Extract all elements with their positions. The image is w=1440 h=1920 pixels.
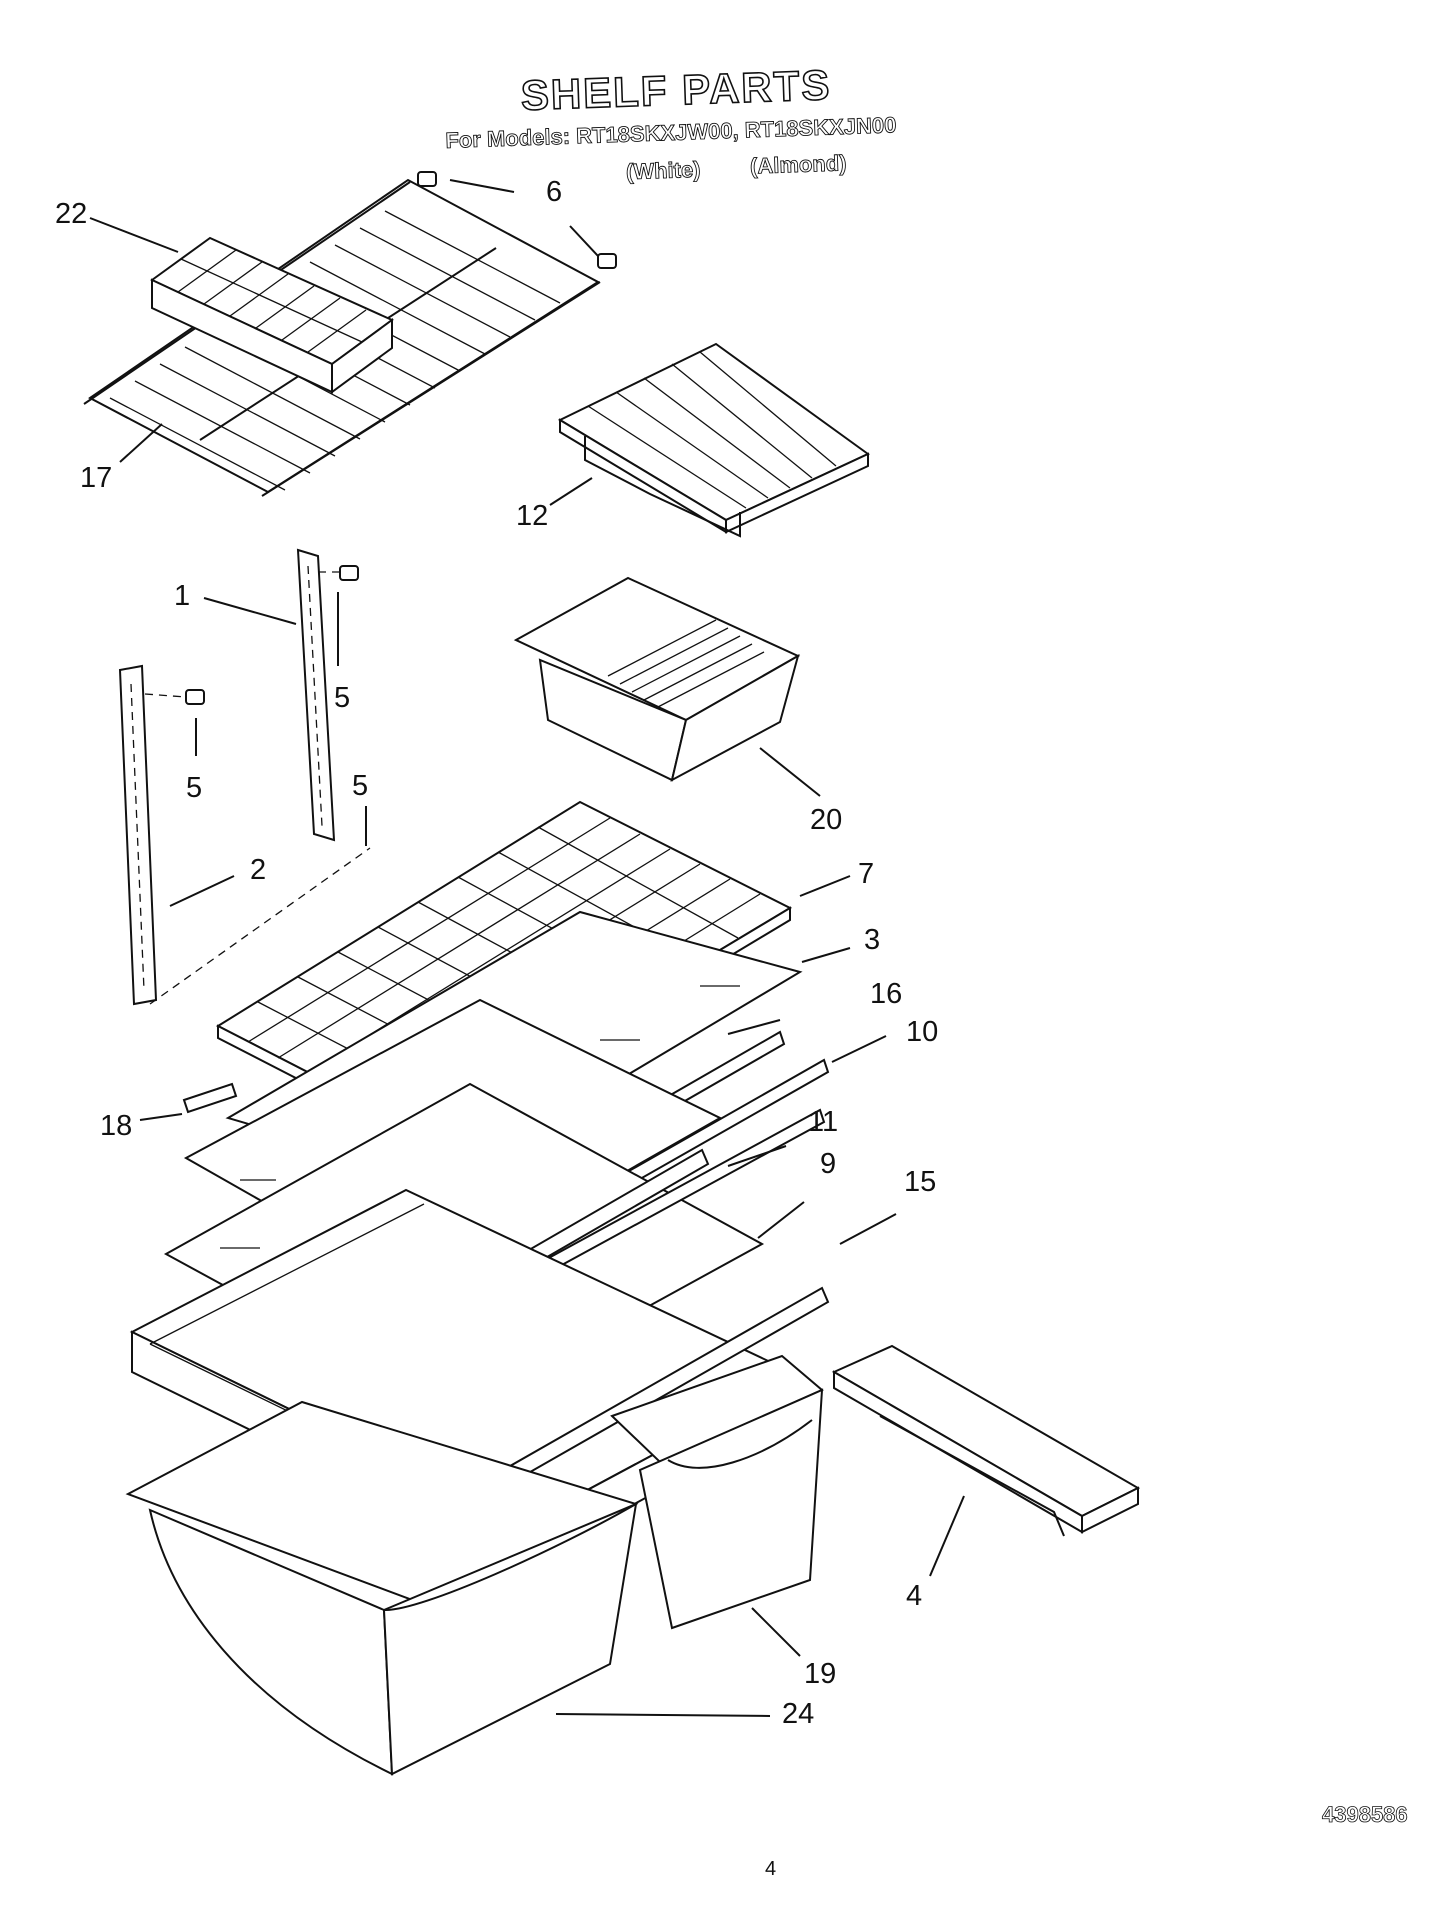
callout-2: 2 (250, 854, 267, 886)
callout-5-right: 5 (352, 770, 369, 802)
callout-11: 11 (808, 1106, 839, 1138)
callout-5-upper: 5 (334, 682, 351, 714)
callout-18: 18 (100, 1110, 133, 1142)
callout-9: 9 (820, 1148, 837, 1180)
ice-cube-tray (150, 236, 394, 394)
shelf-end-caps (417, 171, 617, 269)
callout-7: 7 (858, 858, 875, 890)
small-crisper-drawer (610, 1354, 824, 1630)
callout-20: 20 (810, 804, 843, 836)
callout-3: 3 (864, 924, 881, 956)
callout-1: 1 (174, 580, 191, 612)
callout-17: 17 (80, 462, 113, 494)
crisper-bracket (831, 1344, 1141, 1537)
callout-15: 15 (904, 1166, 937, 1198)
callout-24: 24 (782, 1698, 815, 1730)
callout-10: 10 (906, 1016, 939, 1048)
page-number: 4 (765, 1858, 777, 1880)
large-crisper-drawer (125, 1400, 639, 1776)
callout-4: 4 (906, 1580, 923, 1612)
callout-19: 19 (804, 1658, 837, 1690)
callout-22: 22 (55, 198, 88, 230)
callout-5-left: 5 (186, 772, 203, 804)
callout-12: 12 (516, 500, 549, 532)
shelf-ladder-left (118, 664, 371, 1006)
freezer-basket (513, 576, 801, 782)
freezer-tray-cover (557, 342, 870, 538)
callout-6: 6 (546, 176, 563, 208)
ladder-screws (144, 565, 359, 705)
shelf-ladder-right (296, 548, 336, 842)
callout-leaders (89, 179, 965, 1717)
document-number: 4398586 (1322, 1802, 1408, 1828)
callout-16: 16 (870, 978, 903, 1010)
